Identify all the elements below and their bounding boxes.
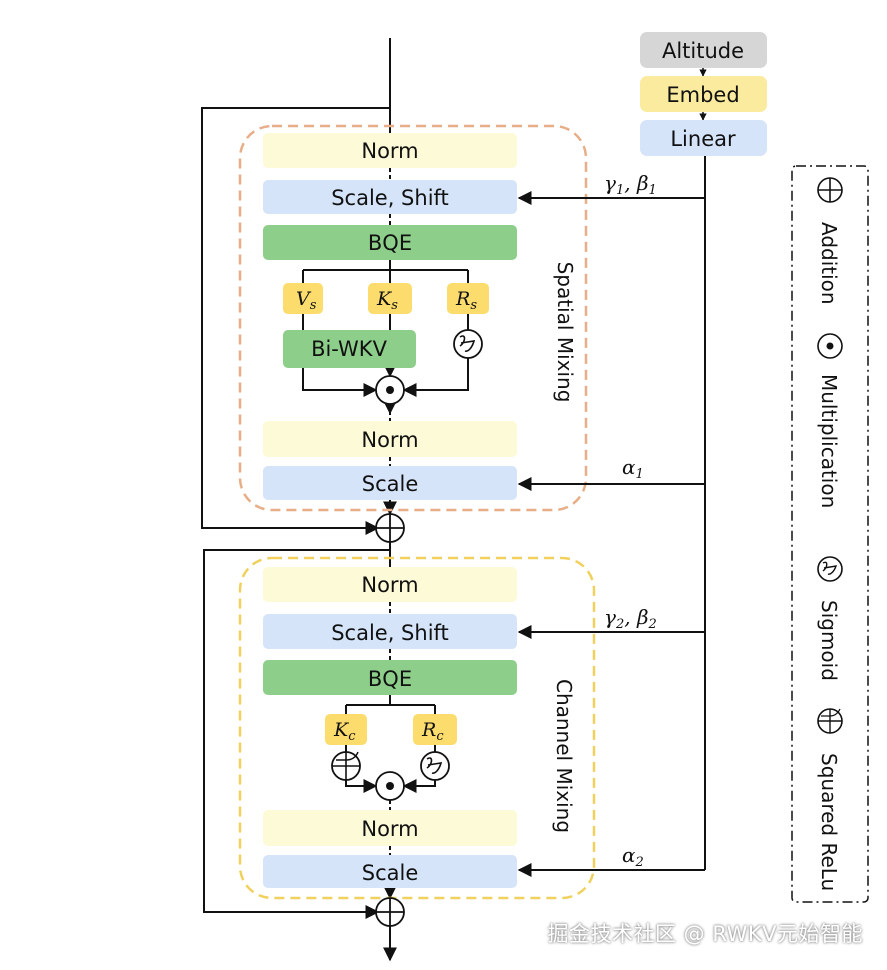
channel-scale-box	[263, 855, 517, 888]
spatial-scale-label: Scale	[362, 472, 419, 496]
residual-path-1	[201, 107, 390, 535]
spatial-sigmoid-icon	[453, 329, 483, 359]
legend-border	[791, 165, 869, 903]
spatial-k-box	[368, 283, 412, 314]
spatial-norm1-box	[263, 133, 517, 168]
embed-label: Embed	[666, 83, 739, 107]
channel-norm1-box	[263, 567, 517, 602]
legend-squared-relu-icon	[817, 708, 843, 734]
linear-label: Linear	[670, 127, 736, 151]
spatial-block-title: Spatial Mixing	[553, 262, 577, 403]
spatial-conditioning-arrows	[517, 191, 705, 491]
channel-k-label: Kc	[333, 719, 356, 744]
spatial-scale-shift-box	[263, 180, 517, 214]
legend-addition-icon	[817, 177, 843, 203]
spatial-mixing-block: Spatial Mixing Norm Scale, Shift BQE Vs	[238, 124, 588, 512]
spatial-scale-shift-label: Scale, Shift	[331, 186, 449, 210]
channel-block-border	[238, 556, 596, 900]
spatial-r-label: Rs	[455, 288, 477, 313]
legend-sigmoid-label: Sigmoid	[817, 600, 841, 681]
watermark: 掘金技术社区 @ RWKV元始智能	[547, 922, 863, 946]
gamma1-beta1-label: γ1, β1	[604, 171, 657, 198]
channel-bqe-box	[263, 660, 517, 695]
channel-norm2-label: Norm	[361, 817, 418, 841]
legend-multiplication-label: Multiplication	[817, 374, 841, 508]
linear-box	[640, 120, 767, 156]
gamma2-beta2-label: γ2, β2	[604, 605, 657, 632]
channel-block-title: Channel Mixing	[552, 679, 576, 833]
spatial-bi-wkv-box	[283, 330, 416, 368]
channel-conditioning-arrows	[517, 625, 705, 877]
spatial-v-box	[283, 283, 323, 314]
alpha2-label: α2	[622, 843, 644, 870]
channel-squared-relu-icon	[331, 751, 361, 781]
channel-scale-label: Scale	[362, 861, 419, 885]
altitude-label: Altitude	[662, 39, 744, 63]
main-flow-lines	[201, 38, 397, 962]
channel-sigmoid-icon	[420, 751, 450, 781]
spatial-r-box	[447, 283, 489, 314]
spatial-bqe-box	[263, 225, 517, 260]
residual-add-icon-2	[375, 897, 405, 927]
channel-r-label: Rc	[421, 719, 444, 744]
residual-add-icon-1	[375, 513, 405, 543]
legend: Addition Multiplication Sigmoid Squared …	[791, 165, 869, 903]
spatial-norm1-label: Norm	[361, 139, 418, 163]
channel-k-box	[325, 714, 367, 745]
legend-multiplication-icon	[817, 333, 843, 359]
embed-box	[640, 76, 767, 112]
channel-bqe-label: BQE	[368, 667, 412, 691]
channel-r-box	[413, 714, 457, 745]
residual-path-2	[203, 549, 390, 919]
channel-multiply-icon	[375, 771, 405, 801]
alpha1-label: α1	[622, 455, 644, 482]
spatial-scale-box	[263, 466, 517, 500]
spatial-norm2-label: Norm	[361, 428, 418, 452]
spatial-bqe-label: BQE	[368, 231, 412, 255]
spatial-bi-wkv-label: Bi-WKV	[311, 337, 388, 361]
legend-addition-label: Addition	[817, 222, 841, 305]
spatial-v-label: Vs	[296, 288, 317, 313]
legend-sigmoid-icon	[817, 556, 843, 582]
spatial-norm2-box	[263, 421, 517, 457]
channel-mixing-block: Channel Mixing Norm Scale, Shift BQE Kc …	[238, 556, 596, 900]
legend-squared-relu-label: Squared ReLu	[817, 753, 841, 891]
spatial-k-label: Ks	[376, 288, 398, 313]
altitude-box	[640, 32, 767, 68]
channel-scale-shift-box	[263, 614, 517, 649]
conditioning-column: Altitude Embed Linear	[640, 32, 767, 870]
channel-norm1-label: Norm	[361, 573, 418, 597]
channel-scale-shift-label: Scale, Shift	[331, 621, 449, 645]
channel-norm2-box	[263, 810, 517, 846]
spatial-multiply-icon	[375, 375, 405, 405]
channel-branch-lines	[345, 695, 436, 793]
